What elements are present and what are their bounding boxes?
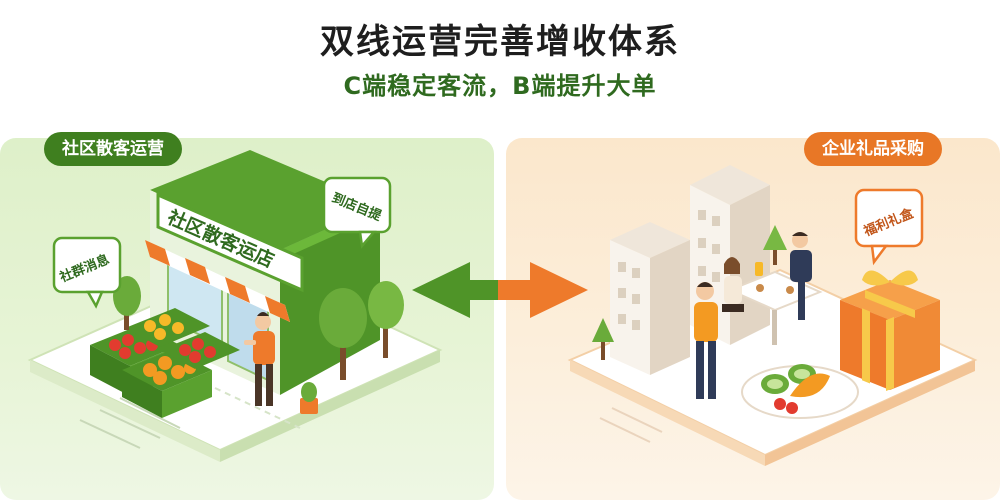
community-badge: 社区散客运营	[44, 132, 182, 166]
corporate-badge: 企业礼品采购	[804, 132, 942, 166]
two-way-arrow-icon	[412, 262, 588, 318]
potted-plant-icon	[300, 382, 318, 414]
floor-marks-icon	[599, 407, 663, 443]
page-title: 双线运营完善增收体系	[320, 22, 680, 62]
floor-marks-icon	[79, 397, 181, 449]
corporate-gift-illustration: 福利礼盒	[567, 165, 978, 466]
office-building-icon	[610, 165, 770, 375]
group-message-bubble	[52, 236, 122, 309]
pickup-bubble	[322, 176, 392, 249]
tree-icon	[319, 281, 404, 380]
meeting-table-icon	[727, 262, 823, 345]
fruit-platter-icon	[741, 364, 859, 419]
businesswoman-icon	[722, 257, 744, 312]
awning-icon	[145, 240, 290, 322]
community-store-illustration: 社区散客运店	[27, 150, 443, 462]
tree-icon	[592, 225, 787, 360]
fruit-crates-icon	[90, 308, 240, 418]
businessman-icon	[790, 232, 812, 320]
customer-person-icon	[244, 312, 275, 406]
gift-box-icon	[840, 270, 940, 391]
page-subtitle: C端稳定客流，B端提升大单	[343, 72, 657, 100]
presenter-person-icon	[694, 282, 718, 399]
gift-bubble	[854, 188, 924, 266]
